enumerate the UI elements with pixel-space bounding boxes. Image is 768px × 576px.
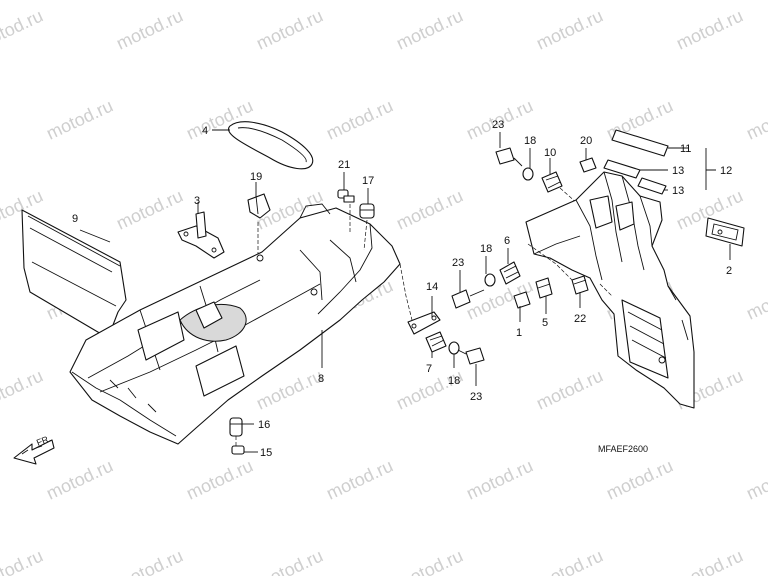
screw-15-drawing xyxy=(231,436,245,455)
callout-18c: 18 xyxy=(524,135,536,147)
callout-12: 12 xyxy=(720,165,732,177)
pad-13-drawing xyxy=(603,159,641,179)
callout-11: 11 xyxy=(680,143,691,155)
callout-2: 2 xyxy=(726,265,732,277)
watermark-text: motod.ru xyxy=(0,5,46,53)
callout-23: 23 xyxy=(470,391,482,403)
callout-8: 8 xyxy=(318,373,324,385)
collar-17-drawing xyxy=(359,203,375,251)
rubber-band-drawing xyxy=(227,121,314,170)
callout-9: 9 xyxy=(72,213,78,225)
pad-11-drawing xyxy=(611,129,669,157)
callout-14: 14 xyxy=(426,281,438,293)
bolt-21-drawing xyxy=(337,189,355,232)
bolt-23c-drawing xyxy=(495,147,523,167)
seal-sheet-drawing xyxy=(21,209,127,339)
watermark-text: motod.ru xyxy=(393,545,466,576)
watermark-text: motod.ru xyxy=(253,5,326,53)
bolt-23-drawing xyxy=(457,347,485,365)
watermark-text: motod.ru xyxy=(253,545,326,576)
watermark-text: motod.ru xyxy=(743,455,768,503)
callout-3: 3 xyxy=(194,195,200,207)
callout-21: 21 xyxy=(338,159,350,171)
watermark-text: motod.ru xyxy=(43,95,116,143)
bolt-23b-drawing xyxy=(451,289,485,309)
callout-17: 17 xyxy=(362,175,374,187)
reflector-drawing xyxy=(705,217,745,247)
callout-23b: 23 xyxy=(452,257,464,269)
watermark-text: motod.ru xyxy=(113,545,186,576)
callout-5: 5 xyxy=(542,317,548,329)
callout-13b: 13 xyxy=(672,185,684,197)
rear-fender-drawing xyxy=(525,171,695,409)
front-direction-arrow xyxy=(13,439,55,465)
leader-lines xyxy=(79,129,731,453)
callout-19: 19 xyxy=(250,171,262,183)
callout-1: 1 xyxy=(516,327,522,339)
watermark-text: motod.ru xyxy=(533,545,606,576)
nut-22-drawing xyxy=(571,275,589,295)
watermark-text: motod.ru xyxy=(743,95,768,143)
watermark-text: motod.ru xyxy=(43,455,116,503)
watermark-text: motod.ru xyxy=(533,5,606,53)
watermark-text: motod.ru xyxy=(0,365,46,413)
callout-numbers: 4 9 3 19 21 17 8 16 15 14 7 18 23 23 18 … xyxy=(72,119,732,459)
watermark-text: motod.ru xyxy=(533,365,606,413)
washer-18c-drawing xyxy=(522,167,534,181)
bracket-drawing xyxy=(177,211,225,259)
callout-23c: 23 xyxy=(492,119,504,131)
washer-18b-drawing xyxy=(484,273,496,287)
pad-13b-drawing xyxy=(637,177,667,195)
callout-7: 7 xyxy=(426,363,432,375)
grommet-7-drawing xyxy=(425,331,447,353)
watermark-text: motod.ru xyxy=(323,95,396,143)
callout-15: 15 xyxy=(260,447,272,459)
watermark-text: motod.ru xyxy=(463,455,536,503)
watermark-text: motod.ru xyxy=(743,275,768,323)
bolt-1-drawing xyxy=(513,291,531,309)
callout-10: 10 xyxy=(544,147,556,159)
watermark-text: motod.ru xyxy=(393,185,466,233)
washer-18-drawing xyxy=(448,341,460,355)
watermark-text: motod.ru xyxy=(603,455,676,503)
watermark-text: motod.ru xyxy=(113,5,186,53)
callout-18: 18 xyxy=(448,375,460,387)
stay-14-drawing xyxy=(399,263,441,335)
clip-drawing xyxy=(247,193,271,256)
callout-16: 16 xyxy=(258,419,270,431)
watermark-text: motod.ru xyxy=(113,185,186,233)
nut-20-drawing xyxy=(579,157,597,173)
rear-inner-fender-drawing xyxy=(69,203,401,445)
watermark-text: motod.ru xyxy=(183,455,256,503)
watermark-text: motod.ru xyxy=(0,545,46,576)
callout-20: 20 xyxy=(580,135,592,147)
callout-6: 6 xyxy=(504,235,510,247)
diagram-code: MFAEF2600 xyxy=(598,444,648,454)
callout-18b: 18 xyxy=(480,243,492,255)
callout-13: 13 xyxy=(672,165,684,177)
watermark-text: motod.ru xyxy=(393,5,466,53)
callout-22: 22 xyxy=(574,313,586,325)
collar-5-drawing xyxy=(535,277,553,299)
grommet-6-drawing xyxy=(499,261,521,285)
callout-4: 4 xyxy=(202,125,208,137)
watermark-text: motod.ru xyxy=(323,455,396,503)
watermark-text: motod.ru xyxy=(673,5,746,53)
collar-16-drawing xyxy=(229,417,243,437)
watermark-text: motod.ru xyxy=(673,545,746,576)
